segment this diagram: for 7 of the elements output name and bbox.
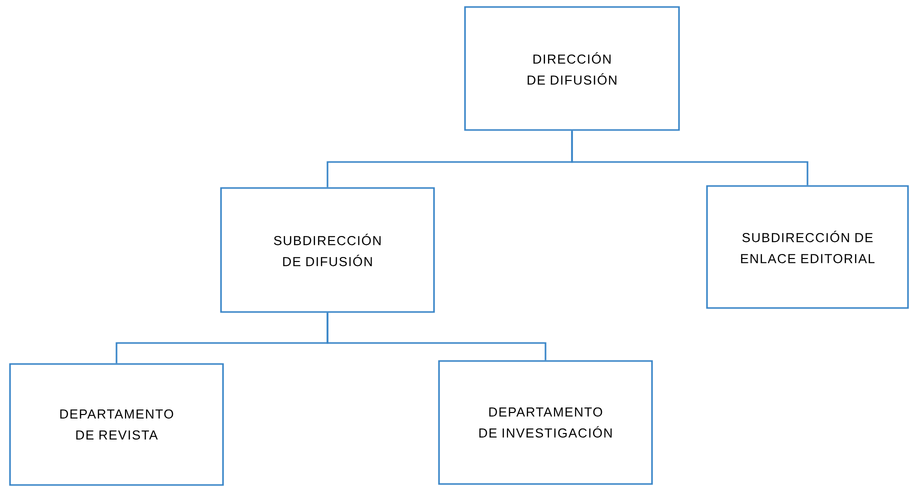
org-box: DEPARTAMENTO DE REVISTA [9,363,224,486]
org-box: SUBDIRECCIÓN DE ENLACE EDITORIAL [706,185,909,309]
org-box: SUBDIRECCIÓN DE DIFUSIÓN [220,187,435,313]
connector-line [326,312,546,360]
org-box: DIRECCIÓN DE DIFUSIÓN [464,6,680,131]
org-box: DEPARTAMENTO DE INVESTIGACIÓN [438,360,653,485]
connector-line [571,130,808,186]
